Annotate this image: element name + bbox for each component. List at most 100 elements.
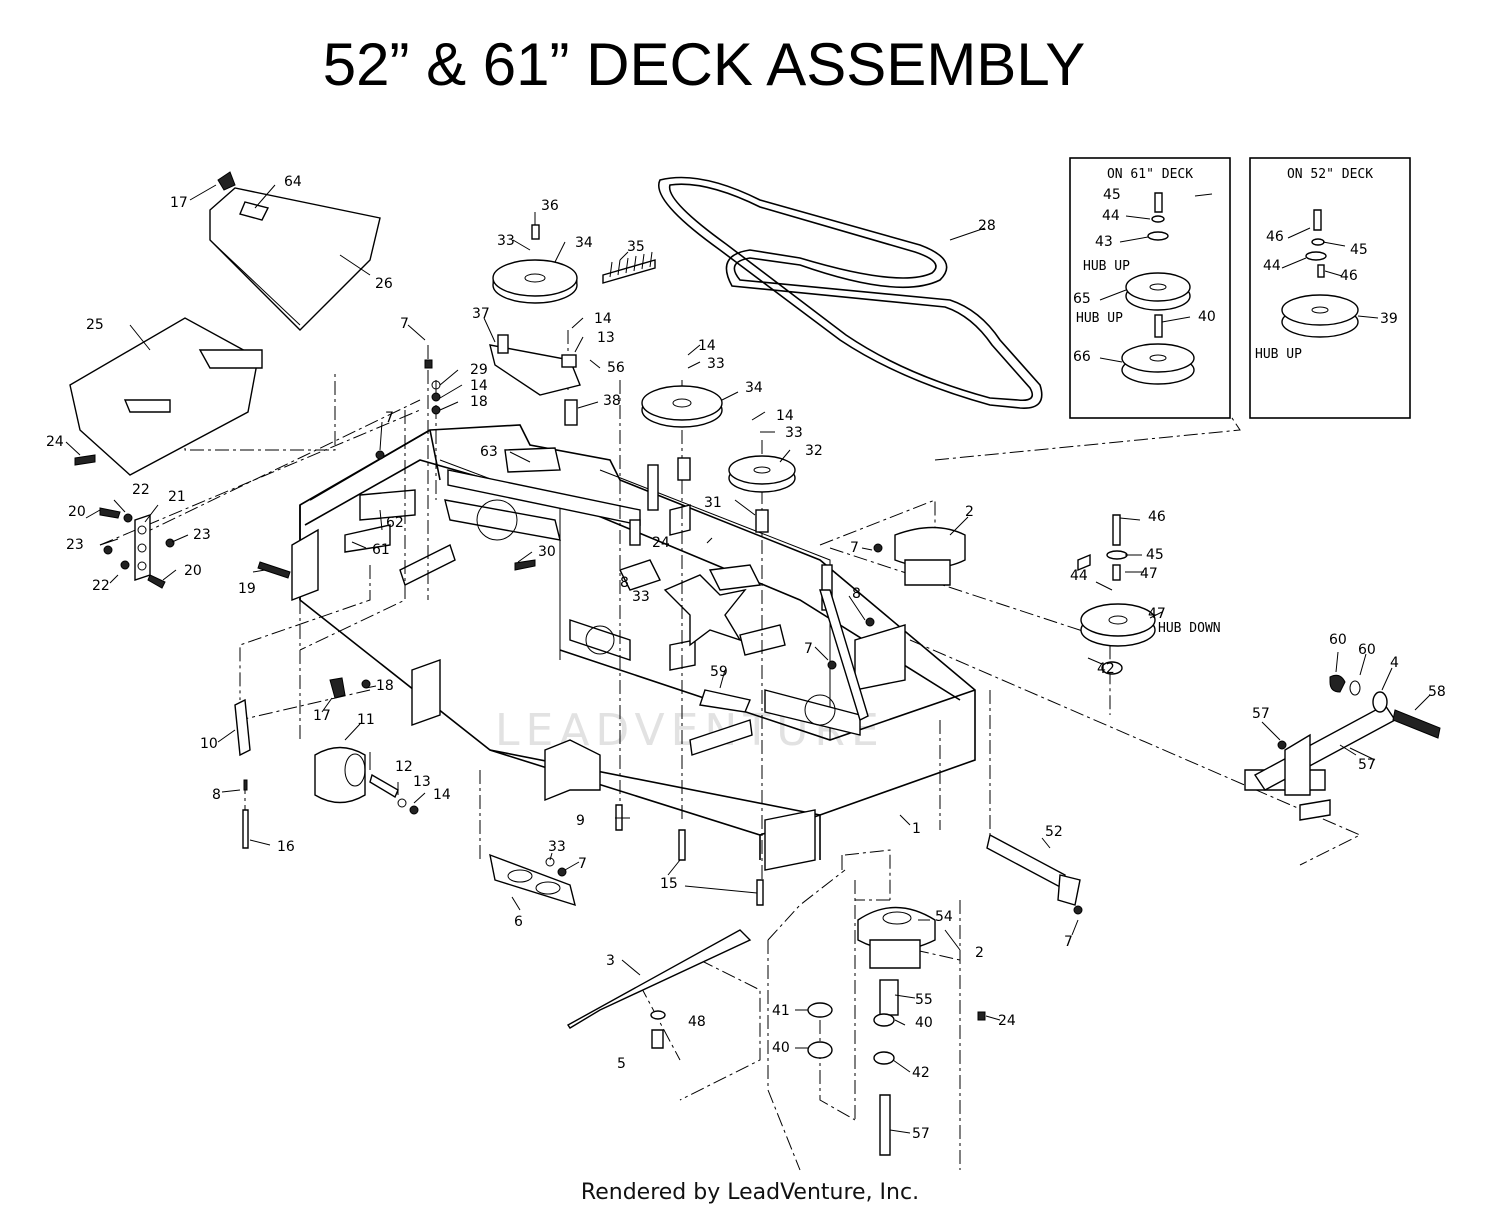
callout: 6 — [514, 914, 523, 930]
callout: 15 — [660, 876, 678, 892]
callout: 7 — [400, 316, 409, 332]
callout: 31 — [704, 495, 722, 511]
callout: 33 — [497, 233, 515, 249]
callout: 20 — [68, 504, 86, 520]
callout: 57 — [912, 1126, 930, 1142]
callout: 12 — [395, 759, 413, 775]
callout: 7 — [1064, 934, 1073, 950]
callout: 36 — [541, 198, 559, 214]
callout: 46 — [1148, 509, 1166, 525]
callout: 32 — [805, 443, 823, 459]
callout: 4 — [1390, 655, 1399, 671]
hub-down-label: HUB DOWN — [1158, 621, 1221, 636]
callout: 46 — [1340, 268, 1358, 284]
callout: 34 — [575, 235, 593, 251]
hub-up-label-52: HUB UP — [1255, 347, 1302, 362]
callout: 40 — [772, 1040, 790, 1056]
callout: 1 — [912, 821, 921, 837]
callout: 30 — [538, 544, 556, 560]
callout: 33 — [548, 839, 566, 855]
callout: 22 — [132, 482, 150, 498]
callout: 7 — [804, 641, 813, 657]
spindle-housing-parts — [489, 804, 986, 1156]
callout: 58 — [1428, 684, 1446, 700]
callout: 8 — [212, 787, 221, 803]
callout: 16 — [277, 839, 295, 855]
callout: 45 — [1146, 547, 1164, 563]
belt-cover — [209, 171, 381, 331]
callout: 48 — [688, 1014, 706, 1030]
callout: 40 — [1198, 309, 1216, 325]
callout: 59 — [710, 664, 728, 680]
callout: 52 — [1045, 824, 1063, 840]
callout: 11 — [357, 712, 375, 728]
callout: 63 — [480, 444, 498, 460]
callout: 14 — [470, 378, 488, 394]
diagram-title: 52” & 61” DECK ASSEMBLY — [322, 31, 1086, 98]
callout: 14 — [594, 311, 612, 327]
callout: 21 — [168, 489, 186, 505]
callout: 40 — [915, 1015, 933, 1031]
inset-61-deck: ON 61" DECK HUB UP HUB UP — [1069, 157, 1231, 419]
callout: 7 — [578, 856, 587, 872]
callout: 17 — [170, 195, 188, 211]
callout: 3 — [606, 953, 615, 969]
callout: 66 — [1073, 349, 1091, 365]
callout: 14 — [433, 787, 451, 803]
callout: 44 — [1263, 258, 1281, 274]
callout: 45 — [1350, 242, 1368, 258]
callout: 57 — [1252, 706, 1270, 722]
callout: 22 — [92, 578, 110, 594]
spindle-and-axle-parts — [827, 514, 1441, 915]
callout: 57 — [1358, 757, 1376, 773]
callout: 14 — [776, 408, 794, 424]
hitch-plate-parts — [74, 359, 536, 849]
callout: 24 — [998, 1013, 1016, 1029]
deck-shell — [291, 424, 976, 871]
callout: 13 — [413, 774, 431, 790]
callout: 9 — [576, 813, 585, 829]
callout: 64 — [284, 174, 302, 190]
callout: 13 — [597, 330, 615, 346]
callout: 34 — [745, 380, 763, 396]
callout: 17 — [313, 708, 331, 724]
callout: 42 — [1097, 661, 1115, 677]
inset-61-title: ON 61" DECK — [1107, 167, 1193, 182]
callout: 26 — [375, 276, 393, 292]
inset-52-deck: ON 52" DECK HUB UP — [1249, 157, 1411, 419]
callout: 62 — [386, 515, 404, 531]
drive-belt — [658, 176, 1043, 409]
callout: 7 — [850, 540, 859, 556]
callout: 10 — [200, 736, 218, 752]
callout: 44 — [1070, 568, 1088, 584]
hub-up-label-61a: HUB UP — [1083, 259, 1130, 274]
callout: 54 — [935, 909, 953, 925]
callout: 18 — [470, 394, 488, 410]
callout: 23 — [193, 527, 211, 543]
callout: 61 — [372, 542, 390, 558]
idler-assembly — [489, 224, 796, 533]
hub-up-label-61b: HUB UP — [1076, 311, 1123, 326]
callout: 28 — [978, 218, 996, 234]
callout: 43 — [1095, 234, 1113, 250]
callout-leaders — [65, 184, 1431, 1134]
callout: 38 — [603, 393, 621, 409]
inset-52-title: ON 52" DECK — [1287, 167, 1373, 182]
callout: 47 — [1140, 566, 1158, 582]
callout: 65 — [1073, 291, 1091, 307]
discharge-chute — [69, 317, 263, 476]
callout: 46 — [1266, 229, 1284, 245]
callout: 35 — [627, 239, 645, 255]
callout-labels: 1 2 2 3 4 5 6 7 7 7 7 7 7 8 8 8 9 10 11 … — [46, 174, 1446, 1142]
callout: 47 — [1148, 606, 1166, 622]
callout: 60 — [1358, 642, 1376, 658]
callout: 29 — [470, 362, 488, 378]
callout: 33 — [707, 356, 725, 372]
callout: 2 — [965, 504, 974, 520]
callout: 33 — [785, 425, 803, 441]
callout: 33 — [632, 589, 650, 605]
callout: 42 — [912, 1065, 930, 1081]
callout: 8 — [852, 586, 861, 602]
